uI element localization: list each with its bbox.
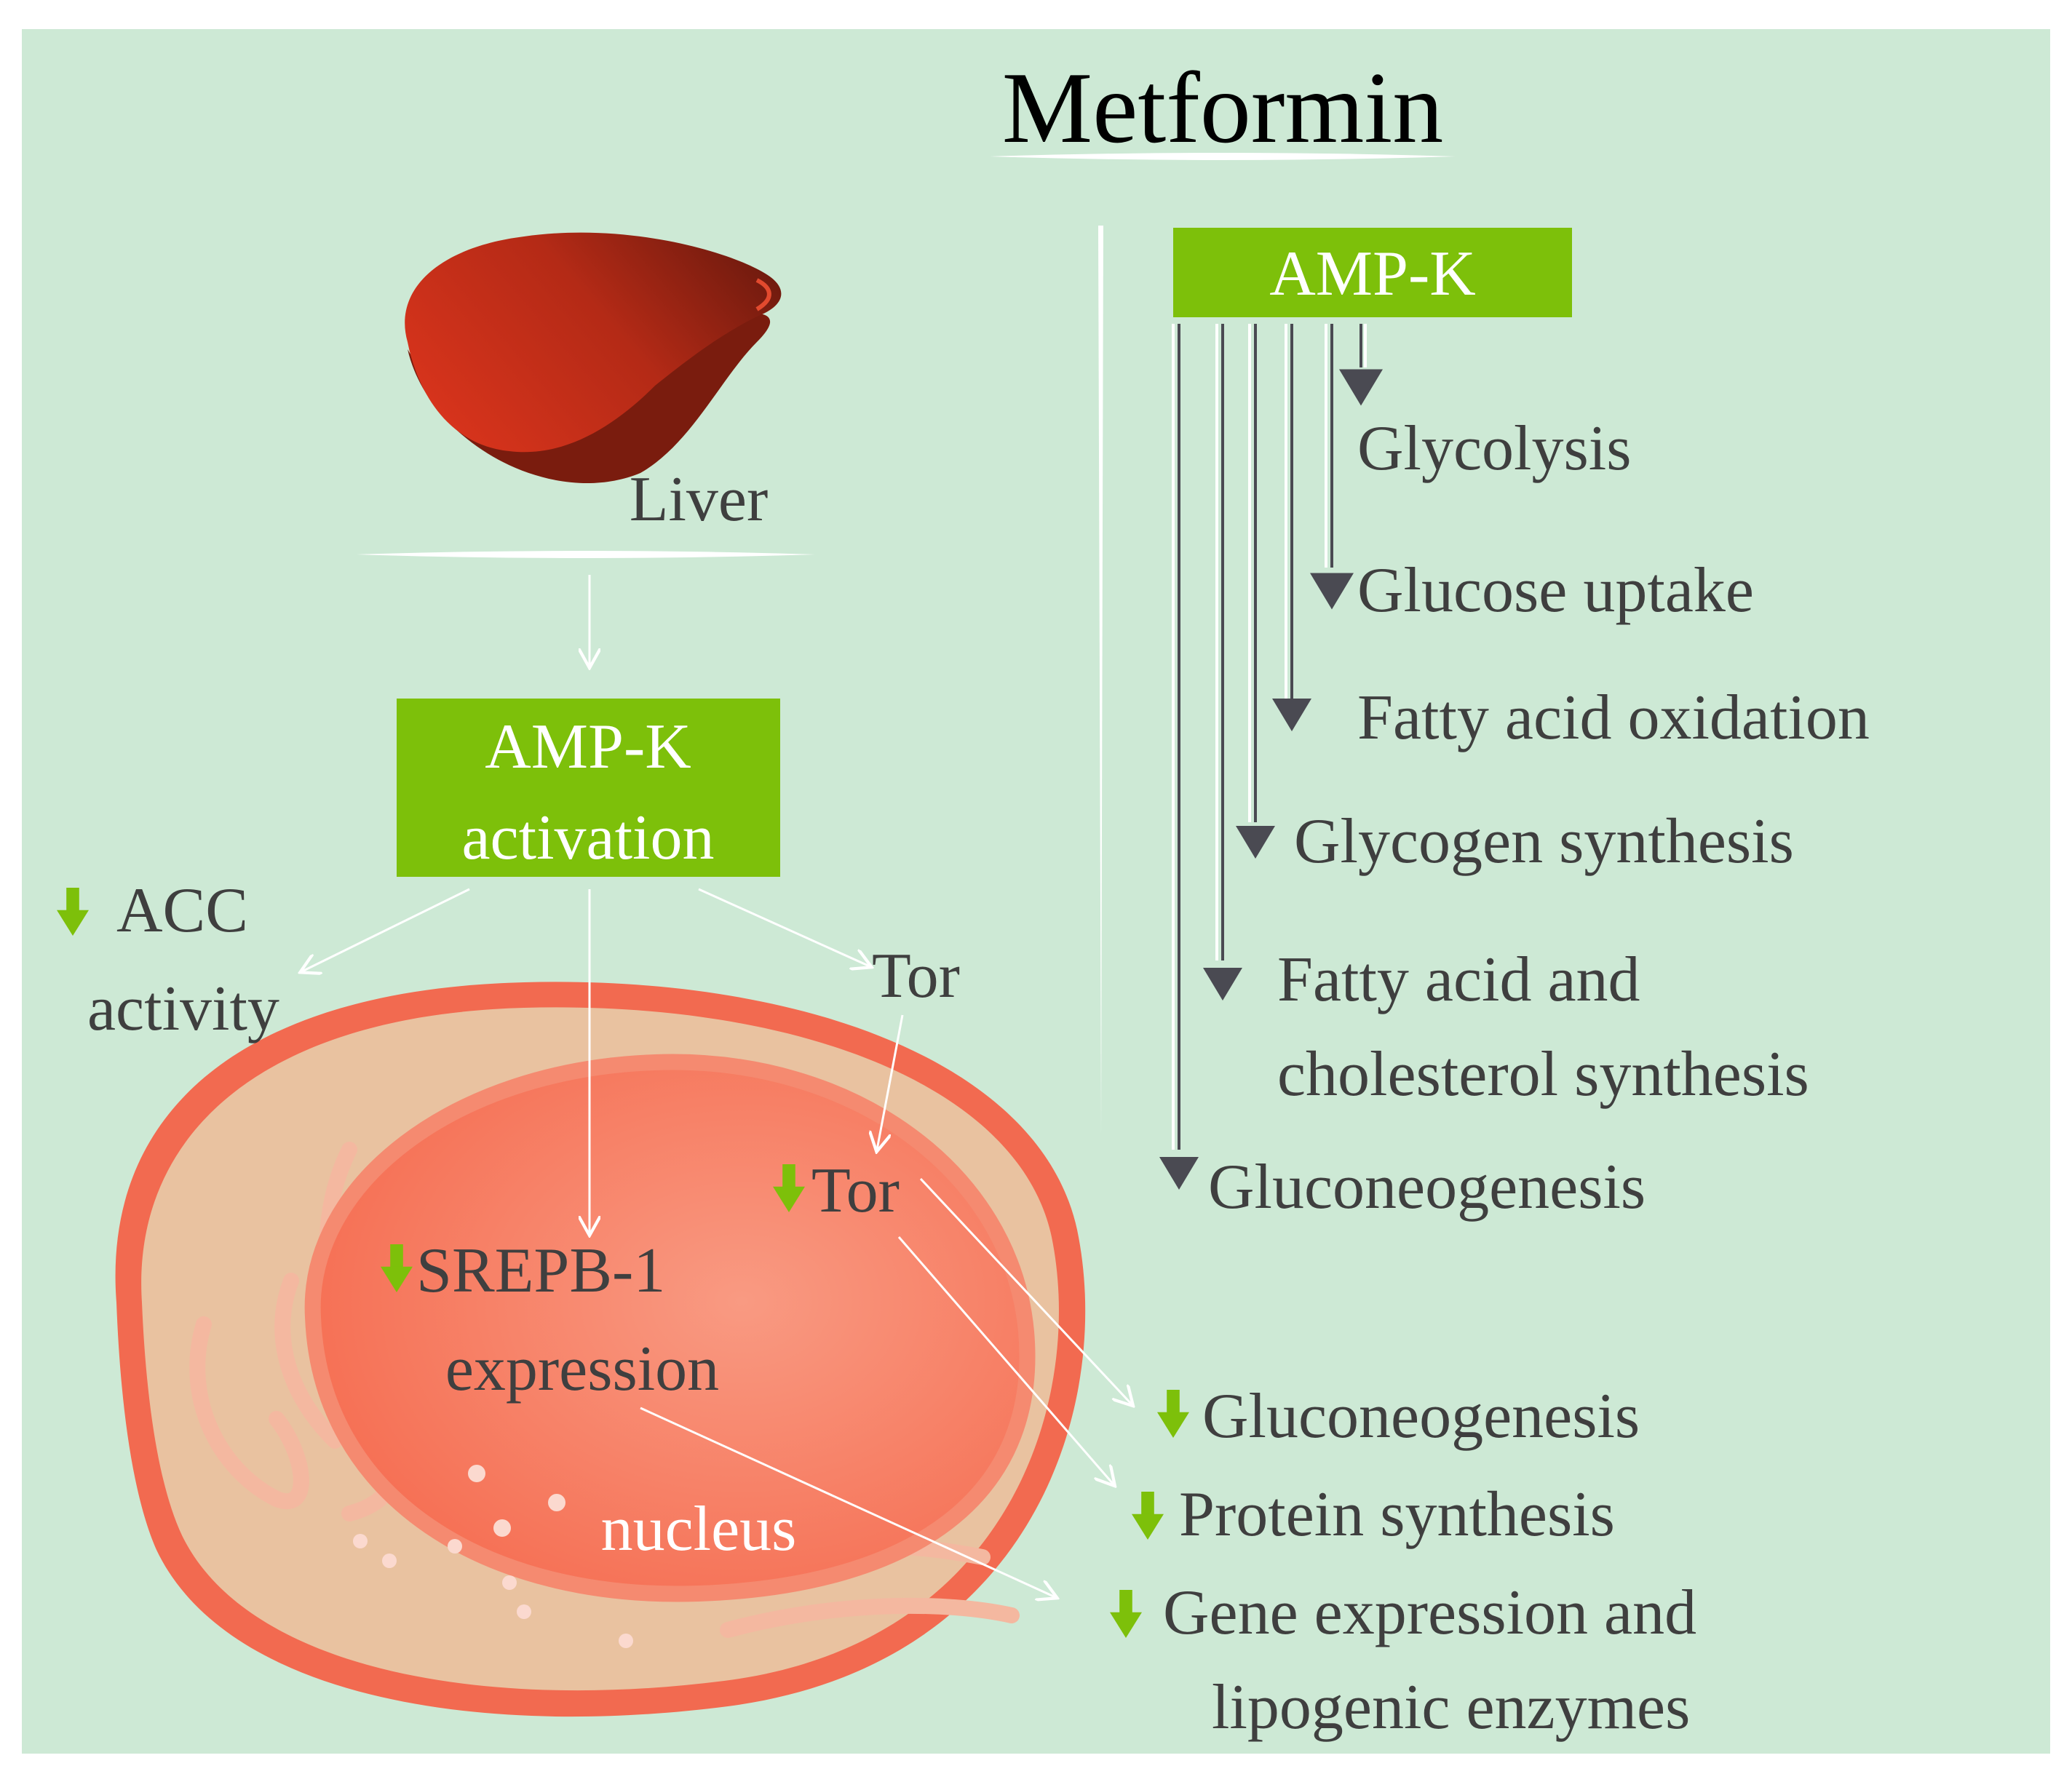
effect-glucose-uptake-label: Glucose uptake bbox=[1357, 555, 1754, 626]
tor-inner-label: Tor bbox=[811, 1155, 900, 1226]
effect-fatty-acid-synthesis-line1: Fatty acid and bbox=[1277, 944, 1640, 1015]
divider-line bbox=[1098, 226, 1103, 1135]
title-metformin: Metformin bbox=[1002, 52, 1444, 164]
tor-to-gluconeogenesis-arrow bbox=[919, 1177, 1132, 1404]
effect-gluconeogenesis-label: Gluconeogenesis bbox=[1208, 1152, 1646, 1222]
liver-icon bbox=[405, 232, 782, 484]
ampk-activation-line2: activation bbox=[462, 803, 715, 873]
srepb-label-line1: SREPB-1 bbox=[416, 1236, 665, 1306]
ampk-right-box bbox=[1173, 228, 1572, 317]
tor-to-protein-arrow bbox=[897, 1236, 1114, 1484]
pathway-lines bbox=[1172, 324, 1367, 1150]
tor-outer-label: Tor bbox=[872, 941, 960, 1011]
srepb-to-gene-arrow bbox=[640, 1407, 1055, 1597]
outcome-gene-label-line1: Gene expression and bbox=[1163, 1578, 1696, 1648]
ampk-to-acc-arrow bbox=[302, 888, 470, 971]
liver-underline bbox=[357, 551, 815, 558]
ampk-activation-box bbox=[397, 699, 780, 877]
effect-glycogen-synthesis-label: Glycogen synthesis bbox=[1294, 806, 1794, 877]
acc-label-line1: ACC bbox=[116, 875, 248, 946]
ampk-to-tor-arrow bbox=[698, 888, 870, 966]
effect-fatty-acid-synthesis-line2: cholesterol synthesis bbox=[1277, 1039, 1809, 1110]
nucleus-label: nucleus bbox=[601, 1494, 797, 1564]
tor-to-tor-arrow bbox=[877, 1014, 904, 1150]
ampk-activation-line1: AMP-K bbox=[485, 712, 691, 782]
title-underline bbox=[990, 153, 1456, 160]
liver-label: Liver bbox=[630, 464, 769, 535]
acc-label-line2: activity bbox=[87, 974, 279, 1044]
effect-fatty-acid-oxidation-label: Fatty acid oxidation bbox=[1357, 683, 1870, 753]
outcome-protein-label: Protein synthesis bbox=[1179, 1479, 1615, 1550]
srepb-label-line2: expression bbox=[445, 1334, 719, 1404]
effect-glycolysis-label: Glycolysis bbox=[1357, 413, 1631, 484]
outcome-gene-label-line2: lipogenic enzymes bbox=[1212, 1672, 1690, 1743]
outcome-gluconeogenesis-label: Gluconeogenesis bbox=[1202, 1381, 1640, 1452]
nucleus bbox=[304, 1054, 1036, 1602]
ampk-right-label: AMP-K bbox=[1269, 239, 1476, 309]
cell-illustration bbox=[115, 982, 1086, 1717]
